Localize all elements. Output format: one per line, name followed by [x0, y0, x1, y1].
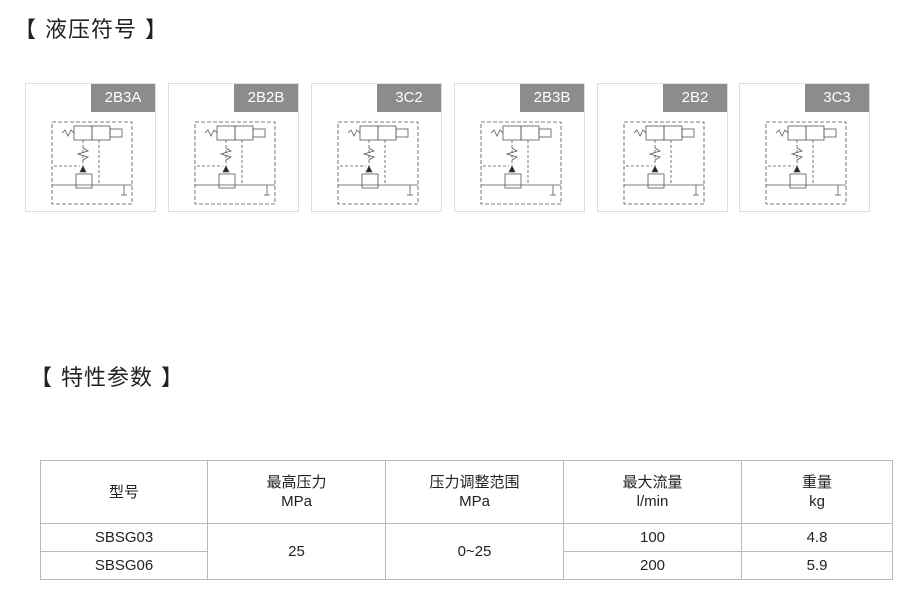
- section-title-hydraulic-symbols: 【 液压符号 】: [14, 18, 168, 43]
- cell-flow: 200: [563, 551, 742, 580]
- symbol-label: 2B2B: [234, 84, 298, 112]
- section-title-characteristics: 【 特性参数 】: [30, 366, 184, 391]
- cell-model: SBSG06: [40, 551, 208, 580]
- symbol-card-2b2: 2B2: [597, 83, 728, 212]
- cell-max-pressure: 25: [207, 523, 386, 580]
- symbol-label: 2B2: [663, 84, 727, 112]
- symbol-card-2b2b: 2B2B: [168, 83, 299, 212]
- table-row: SBSG03 25 0~25 100 4.8: [40, 523, 893, 580]
- symbol-card-3c2: 3C2: [311, 83, 442, 212]
- symbol-label: 3C2: [377, 84, 441, 112]
- symbol-card-3c3: 3C3: [739, 83, 870, 212]
- symbol-label: 2B3B: [520, 84, 584, 112]
- symbol-card-2b3a: 2B3A: [25, 83, 156, 212]
- cell-pressure-range: 0~25: [385, 523, 564, 580]
- table-row: SBSG06 200 5.9: [40, 551, 893, 580]
- cell-flow: 100: [563, 523, 742, 552]
- cell-weight: 5.9: [741, 551, 893, 580]
- cell-weight: 4.8: [741, 523, 893, 552]
- symbol-label: 3C3: [805, 84, 869, 112]
- symbol-card-2b3b: 2B3B: [454, 83, 585, 212]
- header-model: 型号: [40, 460, 208, 524]
- cell-model: SBSG03: [40, 523, 208, 552]
- symbol-label: 2B3A: [91, 84, 155, 112]
